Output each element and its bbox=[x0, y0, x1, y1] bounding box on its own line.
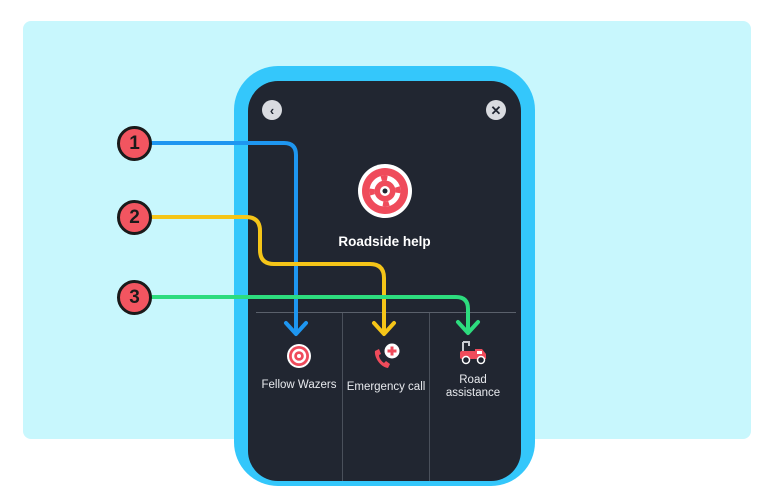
divider bbox=[342, 313, 343, 481]
lifebuoy-icon bbox=[358, 164, 412, 218]
divider bbox=[429, 313, 430, 481]
option-road-assistance[interactable]: Road assistance bbox=[430, 338, 516, 400]
callout-arrows bbox=[150, 141, 480, 336]
callout-badge-3: 3 bbox=[117, 280, 152, 315]
option-label: Fellow Wazers bbox=[261, 379, 337, 391]
callout-badge-2: 2 bbox=[117, 200, 152, 235]
option-emergency-call[interactable]: Emergency call bbox=[343, 343, 429, 394]
close-button[interactable]: ✕ bbox=[486, 100, 506, 120]
option-label: Emergency call bbox=[346, 381, 426, 393]
tow-truck-icon bbox=[460, 341, 486, 365]
callout-arrowhead-2 bbox=[372, 321, 396, 336]
back-button[interactable]: ‹ bbox=[262, 100, 282, 120]
option-label: Road assistance bbox=[445, 374, 501, 399]
callout-line-2 bbox=[150, 215, 386, 335]
page-title: Roadside help bbox=[338, 234, 431, 249]
chevron-left-icon: ‹ bbox=[269, 102, 275, 118]
phone-medical-icon bbox=[374, 343, 400, 368]
callout-line-3 bbox=[150, 295, 470, 334]
callout-arrowhead-3 bbox=[456, 320, 480, 335]
lifebuoy-icon bbox=[287, 344, 311, 368]
close-icon: ✕ bbox=[490, 102, 502, 118]
callout-line-1 bbox=[150, 141, 298, 335]
callout-badge-1: 1 bbox=[117, 126, 152, 161]
callout-arrowhead-1 bbox=[284, 321, 308, 336]
option-fellow-wazers[interactable]: Fellow Wazers bbox=[256, 343, 342, 392]
